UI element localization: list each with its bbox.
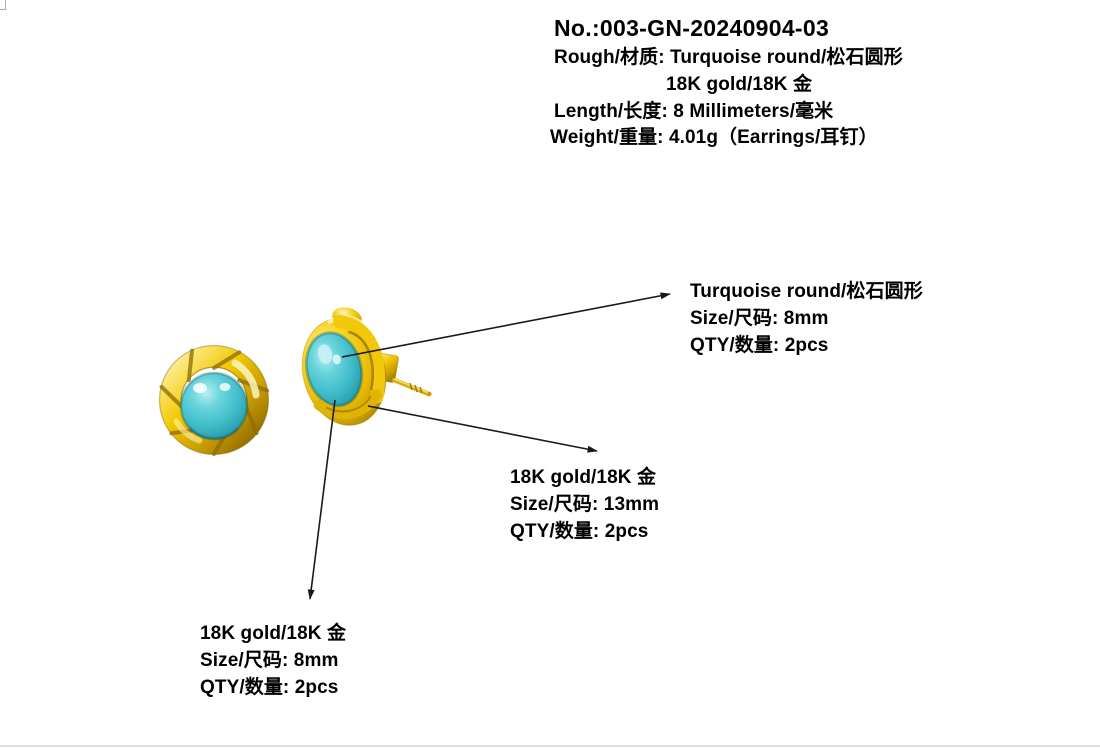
ear-post-pin [391,377,432,397]
callout-line: 18K gold/18K 金 [510,467,657,488]
callout-line: QTY/数量: 2pcs [690,335,829,356]
product-photo [158,307,432,456]
spec-material-line: Rough/材质: Turquoise round/松石圆形 [554,47,903,68]
front-earring [158,344,270,456]
callout-line: QTY/数量: 2pcs [510,521,649,542]
callout-line: Size/尺码: 8mm [200,650,339,671]
callout-gold-post: 18K gold/18K 金 Size/尺码: 8mm QTY/数量: 2pcs [200,620,346,701]
callout-line: Size/尺码: 8mm [690,308,829,329]
page-bottom-rule [0,745,1100,747]
callout-line: Size/尺码: 13mm [510,494,660,515]
spec-metal-line: 18K gold/18K 金 [666,74,813,95]
callout-line: Turquoise round/松石圆形 [690,281,923,302]
turquoise-stone-front [179,371,249,441]
callout-line: 18K gold/18K 金 [200,623,347,644]
callout-line: QTY/数量: 2pcs [200,677,339,698]
product-number: No.:003-GN-20240904-03 [554,15,830,41]
callout-gold-setting: 18K gold/18K 金 Size/尺码: 13mm QTY/数量: 2pc… [510,464,659,545]
side-earring-body [301,307,387,426]
spec-length-line: Length/长度: 8 Millimeters/毫米 [554,101,834,122]
callout-turquoise-stone: Turquoise round/松石圆形 Size/尺码: 8mm QTY/数量… [690,278,923,359]
side-earring [301,307,432,426]
table-corner-mark [0,0,6,10]
spec-weight-line: Weight/重量: 4.01g（Earrings/耳钉） [550,127,878,148]
